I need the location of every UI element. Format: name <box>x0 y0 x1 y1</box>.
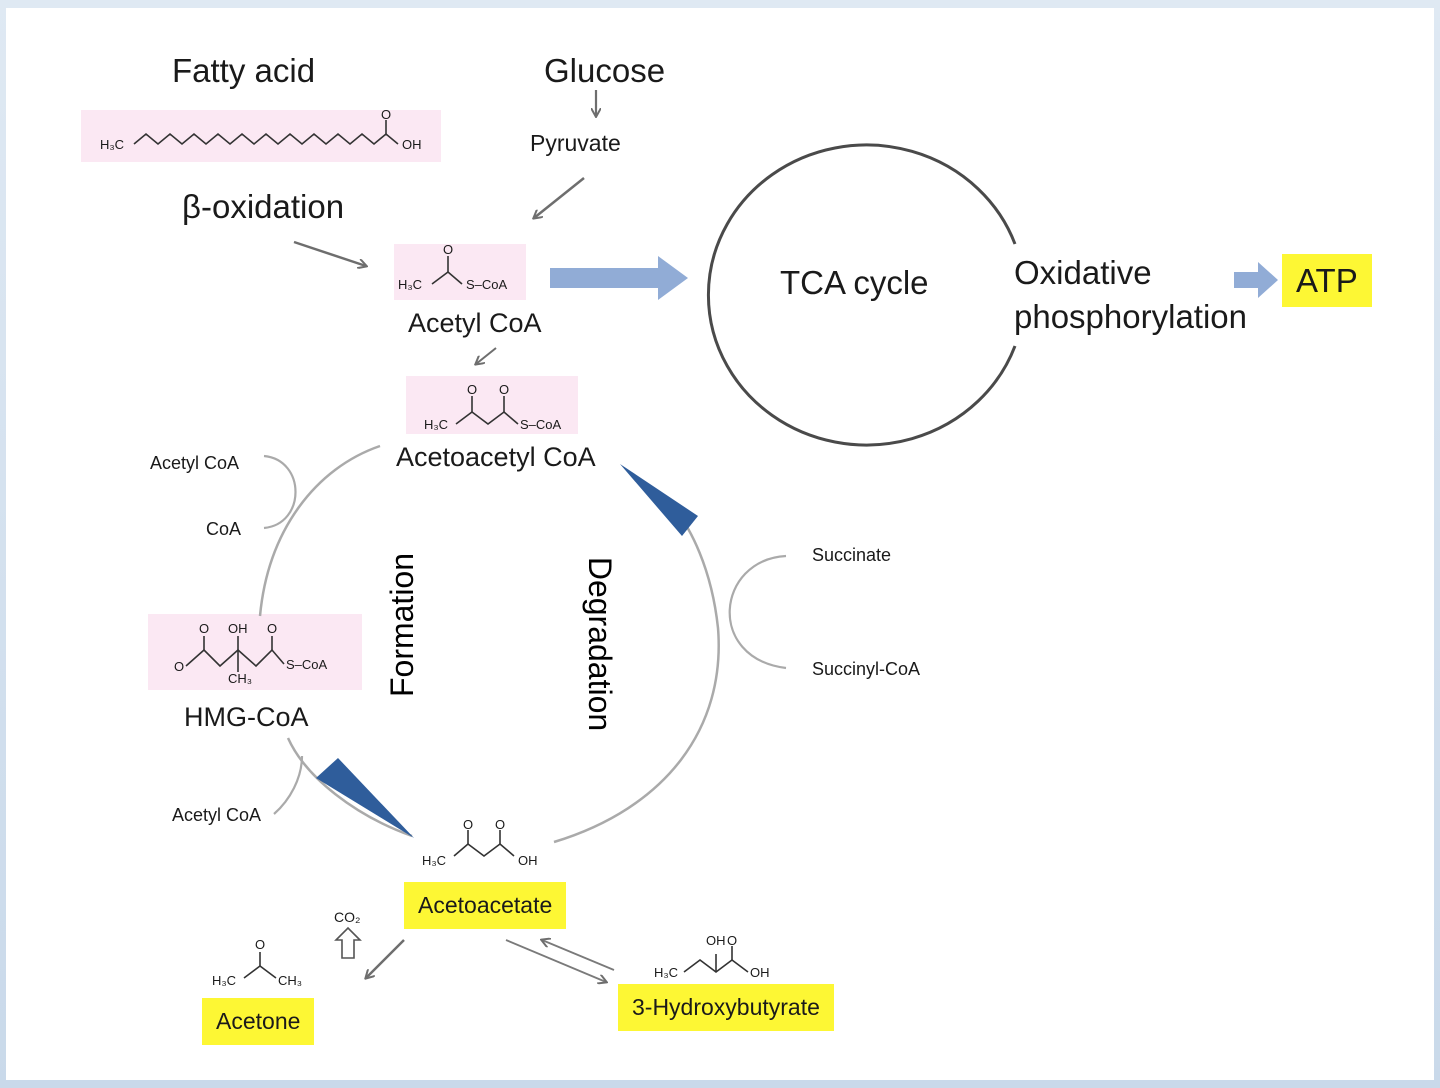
diagram-frame: Fatty acid Glucose Pyruvate β-oxidation … <box>6 8 1434 1080</box>
hmg-coa-oh: OH <box>228 621 248 636</box>
acetylcoa-lower-side-curve <box>273 755 304 815</box>
hmg-coa-o-left: O <box>174 659 185 674</box>
atp-badge: ATP <box>1282 254 1372 307</box>
acetoacetate-badge: Acetoacetate <box>404 882 567 929</box>
degradation-wedge <box>620 464 698 536</box>
acetone-h3c: H₃C <box>212 973 237 988</box>
acetoacetate-to-hydroxybutyrate-arrow <box>505 939 606 982</box>
acetone-badge: Acetone <box>202 998 315 1045</box>
hmg-coa-structure-bg <box>148 614 362 690</box>
phosphorylation-label: phosphorylation <box>1014 298 1247 335</box>
hmg-coa-ch3: CH₃ <box>228 671 253 686</box>
succinyl-coa-label: Succinyl-CoA <box>812 659 921 679</box>
acetoacetate-oh: OH <box>518 853 538 868</box>
formation-label: Formation <box>384 552 420 698</box>
acetoacetate-h3c: H₃C <box>422 853 447 868</box>
acetylcoa-to-tca-arrow <box>550 256 688 300</box>
acetone-o: O <box>255 937 266 952</box>
acetyl-coa-h3c: H₃C <box>398 277 423 292</box>
degradation-arc <box>553 497 720 844</box>
beta-oxidation-to-acetylcoa-arrow <box>293 240 366 266</box>
succinate-label: Succinate <box>812 545 892 565</box>
acetoacetate-to-acetone-arrow <box>366 939 405 978</box>
acetone-ch3: CH₃ <box>278 973 303 988</box>
hydroxybutyrate-h3c: H₃C <box>654 965 679 980</box>
hydroxybutyrate-oh-top: OH <box>706 933 726 948</box>
acetoacetyl-coa-h3c: H₃C <box>424 417 449 432</box>
hydroxybutyrate-badge: 3-Hydroxybutyrate <box>618 984 834 1031</box>
acetoacetyl-coa-o2: O <box>499 382 510 397</box>
acetoacetate-o2: O <box>495 817 506 832</box>
acetyl-coa-output-label: Acetyl CoA <box>172 805 262 825</box>
co2-label: CO₂ <box>334 909 361 925</box>
tca-cycle-circle <box>706 143 1017 447</box>
acetyl-coa-scoa: S–CoA <box>466 277 508 292</box>
hmg-coa-o1: O <box>199 621 210 636</box>
acetoacetyl-coa-scoa: S–CoA <box>520 417 562 432</box>
oxidative-label: Oxidative <box>1014 254 1152 291</box>
hydroxybutyrate-oh-right: OH <box>750 965 770 980</box>
acetyl-coa-label: Acetyl CoA <box>408 308 542 338</box>
coa-output-label: CoA <box>206 519 242 539</box>
fatty-acid-h3c: H₃C <box>100 137 125 152</box>
tca-to-atp-arrow <box>1234 262 1278 298</box>
fatty-acid-oh: OH <box>402 137 422 152</box>
co2-release-arrow <box>334 926 362 959</box>
beta-oxidation-label: β-oxidation <box>182 188 345 225</box>
degradation-label: Degradation <box>582 556 618 732</box>
hmg-coa-o2: O <box>267 621 278 636</box>
fatty-acid-structure-bg <box>81 110 441 162</box>
acetoacetyl-coa-label: Acetoacetyl CoA <box>396 442 596 472</box>
hmg-coa-label: HMG-CoA <box>184 702 309 732</box>
fatty-acid-label: Fatty acid <box>172 52 316 89</box>
acetoacetate-o1: O <box>463 817 474 832</box>
hmg-coa-scoa: S–CoA <box>286 657 328 672</box>
pathway-graphics <box>133 90 1278 1080</box>
tca-cycle-label: TCA cycle <box>780 264 929 301</box>
acetoacetyl-coa-o1: O <box>467 382 478 397</box>
glucose-label: Glucose <box>544 52 666 89</box>
hydroxybutyrate-o: O <box>727 933 738 948</box>
acetyl-coa-o: O <box>443 242 454 257</box>
acetyl-coa-input-label: Acetyl CoA <box>150 453 240 473</box>
formation-arc <box>258 444 381 617</box>
acetylcoa-coa-side-curve <box>263 454 297 530</box>
acetoacetyl-coa-structure-bg <box>406 376 578 434</box>
acetyl-coa-structure-bg <box>394 244 526 300</box>
acetylcoa-to-acetoacetylcoa-arrow <box>476 347 497 364</box>
pyruvate-label: Pyruvate <box>530 130 621 156</box>
hydroxybutyrate-to-acetoacetate-arrow <box>542 940 615 971</box>
fatty-acid-o: O <box>381 107 392 122</box>
formation-arc-lower <box>286 737 413 838</box>
fatty-acid-chain <box>133 132 399 146</box>
succinate-side-curve <box>728 554 787 670</box>
hmg-to-acetoacetate-wedge <box>316 758 414 838</box>
pyruvate-to-acetylcoa-arrow <box>534 177 585 218</box>
